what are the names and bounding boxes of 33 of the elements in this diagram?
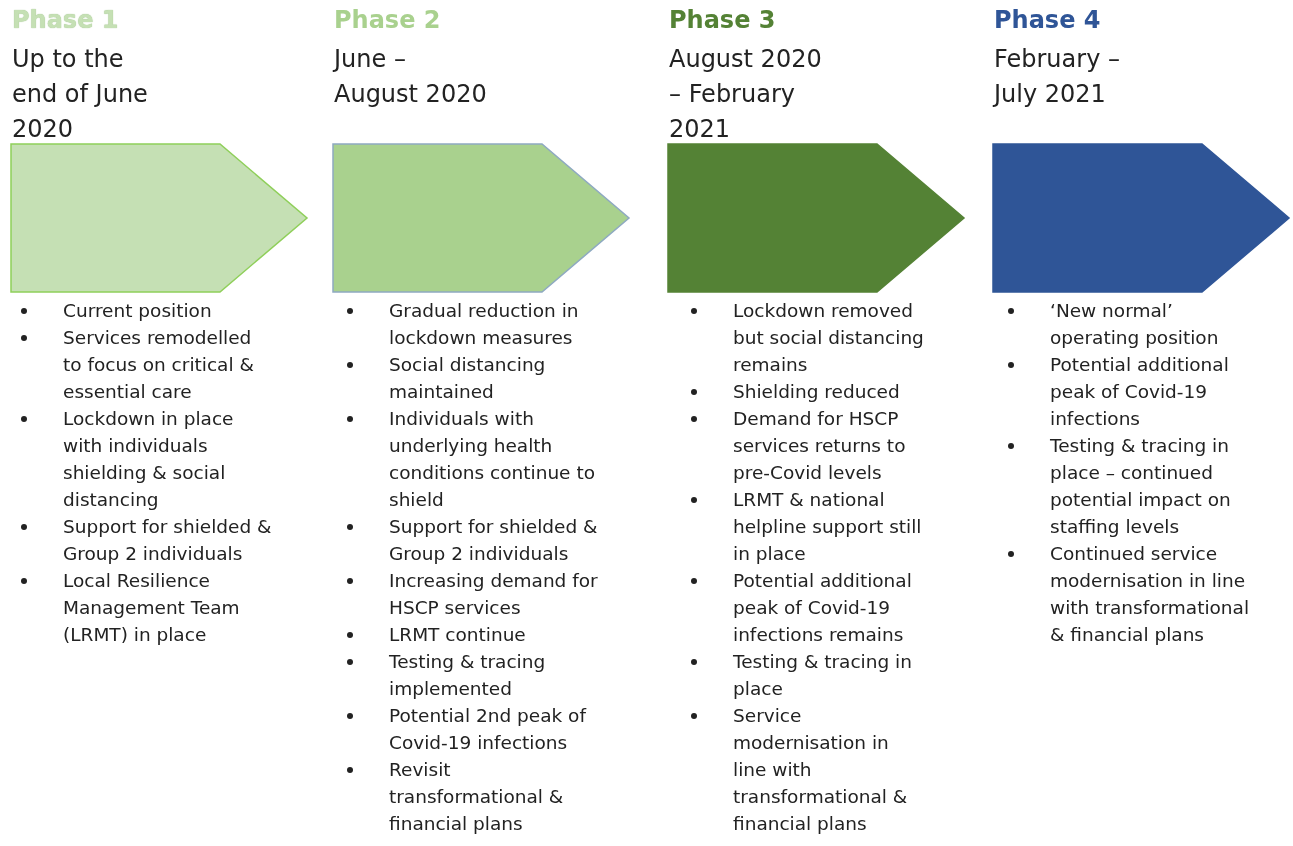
bullet-point: Demand for HSCP services returns to pre-Covid levels (733, 405, 925, 486)
phase-heading: Phase 3 (669, 6, 776, 34)
phase-heading: Phase 4 (994, 6, 1101, 34)
bullet-point: Potential additional peak of Covid-19 infections remains (733, 567, 925, 648)
bullet-point: Service modernisation in line with transformational & financial plans (733, 702, 925, 837)
phase-dates: Up to the end of June 2020 (12, 44, 149, 145)
bullet-point: Social distancing maintained (389, 351, 601, 405)
phase-heading: Phase 1 (12, 6, 119, 34)
bullet-point: Potential 2nd peak of Covid-19 infections (389, 702, 601, 756)
bullet-point: Testing & tracing implemented (389, 648, 601, 702)
bullet-point: Lockdown in place with individuals shielding & social distancing (63, 405, 273, 513)
bullet-point: Support for shielded & Group 2 individuals (389, 513, 601, 567)
bullet-point: Shielding reduced (733, 378, 925, 405)
phase-dates: February – July 2021 (994, 44, 1121, 110)
phase-heading: Phase 2 (334, 6, 441, 34)
phase-dates: June – August 2020 (334, 44, 488, 110)
bullet-point: Revisit transformational & financial plans (389, 756, 601, 837)
bullet-point: ‘New normal’ operating position (1050, 297, 1255, 351)
phase-dates: August 2020 – February 2021 (669, 44, 823, 145)
bullet-point: Support for shielded & Group 2 individuals (63, 513, 273, 567)
bullet-point: Current position (63, 297, 273, 324)
bullet-point: LRMT continue (389, 621, 601, 648)
bullet-point: Services remodelled to focus on critical & essential care (63, 324, 273, 405)
bullet-point: Lockdown removed but social distancing remains (733, 297, 925, 378)
bullet-point: Individuals with underlying health conditions continue to shield (389, 405, 601, 513)
bullet-point: Potential additional peak of Covid-19 infections (1050, 351, 1255, 432)
bullet-point: Testing & tracing in place (733, 648, 925, 702)
bullet-point: Local Resilience Management Team (LRMT) in place (63, 567, 273, 648)
bullet-point: Gradual reduction in lockdown measures (389, 297, 601, 351)
bullet-point: Continued service modernisation in line with transformational & financial plans (1050, 540, 1255, 648)
bullet-point: LRMT & national helpline support still in place (733, 486, 925, 567)
bullet-point: Testing & tracing in place – continued potential impact on staffing levels (1050, 432, 1255, 540)
bullet-point: Increasing demand for HSCP services (389, 567, 601, 621)
